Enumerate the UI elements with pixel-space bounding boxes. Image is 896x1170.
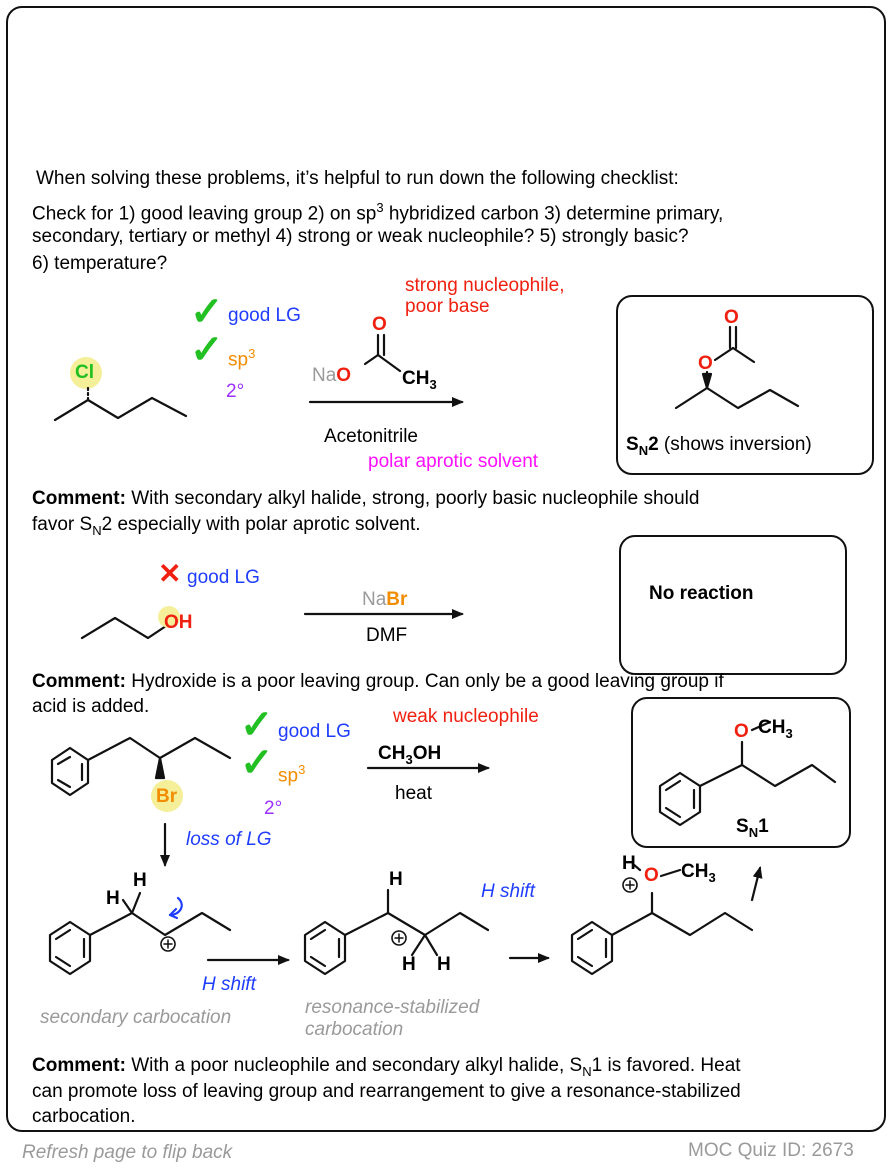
oh-highlight [158, 606, 180, 628]
p1-note-2: poor base [405, 296, 490, 317]
p3-product-o: O [734, 721, 749, 742]
p3-condition: heat [395, 783, 432, 804]
p3-hshift-2: H shift [481, 881, 535, 902]
p1-solvent-note: polar aprotic solvent [368, 451, 539, 472]
p3-comment-line-2: can promote loss of leaving group and re… [32, 1081, 741, 1102]
p2-hydroxyl: OH [164, 612, 193, 633]
p1-chlorine: Cl [75, 362, 94, 383]
p1-reagent-ch3: CH3 [402, 368, 437, 392]
p3-carbocation-2a: resonance-stabilized [305, 997, 480, 1018]
p3-carbocation-1: secondary carbocation [40, 1007, 232, 1028]
checkmark-icon: ✓ [190, 328, 224, 372]
p1-comment-line-1: Comment: With secondary alkyl halide, st… [32, 488, 700, 509]
p1-reagent-carbonyl-o: O [372, 314, 387, 335]
p3-comment-line-3: carbocation. [32, 1106, 136, 1127]
p1-product-ester-o: O [698, 353, 713, 374]
p3-product-ch3: CH3 [758, 717, 793, 741]
intro-line-2: Check for 1) good leaving group 2) on sp… [32, 200, 724, 225]
p2-lg-label: good LG [187, 567, 260, 588]
p3-note: weak nucleophile [393, 706, 539, 727]
p3-check-sp3: sp3 [278, 762, 306, 787]
p1-comment-line-2: favor SN2 especially with polar aprotic … [32, 514, 421, 538]
p1-product-carbonyl-o: O [724, 307, 739, 328]
p1-check-sp3: sp3 [228, 346, 256, 371]
checkmark-icon: ✓ [190, 290, 224, 334]
p1-check-good-lg: good LG [228, 305, 301, 326]
cross-icon: ✕ [158, 558, 182, 589]
cc2-h-right: H [437, 954, 451, 975]
p1-degree: 2° [226, 381, 245, 402]
intro-line-1: When solving these problems, it’s helpfu… [36, 168, 679, 189]
p1-product-box [616, 295, 874, 475]
cc2-h-top: H [389, 869, 403, 890]
quiz-card [6, 6, 886, 1132]
intro-line-4: 6) temperature? [32, 253, 168, 274]
p1-solvent: Acetonitrile [324, 426, 418, 447]
p3-loss-label: loss of LG [186, 829, 272, 850]
p3-bromine: Br [156, 786, 178, 807]
ox-h: H [622, 853, 636, 874]
p3-hshift-1: H shift [202, 974, 256, 995]
p1-product-label: SN2 (shows inversion) [626, 434, 812, 458]
intro-line-3: secondary, tertiary or methyl 4) strong … [32, 226, 689, 247]
p2-comment-line-2: acid is added. [32, 696, 150, 717]
p1-reagent: NaO [312, 365, 352, 386]
p2-reagent: NaBr [362, 589, 408, 610]
p3-degree: 2° [264, 798, 283, 819]
p3-carbocation-2b: carbocation [305, 1019, 404, 1040]
ox-o: O [644, 865, 659, 886]
p3-product-label: SN1 [736, 816, 769, 840]
checkmark-icon: ✓ [240, 703, 274, 747]
p2-no-reaction: No reaction [649, 583, 754, 604]
cl-highlight [70, 357, 102, 389]
p1-note-1: strong nucleophile, [405, 275, 565, 296]
quiz-id: MOC Quiz ID: 2673 [688, 1140, 854, 1161]
p2-comment-line-1: Comment: Hydroxide is a poor leaving gro… [32, 671, 724, 692]
cc1-h-top: H [133, 870, 147, 891]
cc2-h-left: H [402, 954, 416, 975]
p2-solvent: DMF [366, 625, 408, 646]
cc1-h-left: H [106, 888, 120, 909]
p2-product-box [619, 535, 847, 675]
p3-comment-line-1: Comment: With a poor nucleophile and sec… [32, 1055, 741, 1079]
p3-check-good-lg: good LG [278, 721, 351, 742]
p3-product-box [631, 697, 851, 848]
checkmark-icon: ✓ [240, 741, 274, 785]
p3-reagent: CH3OH [378, 743, 442, 767]
refresh-link[interactable]: Refresh page to flip back [22, 1142, 233, 1163]
ox-ch3: CH3 [681, 861, 716, 885]
